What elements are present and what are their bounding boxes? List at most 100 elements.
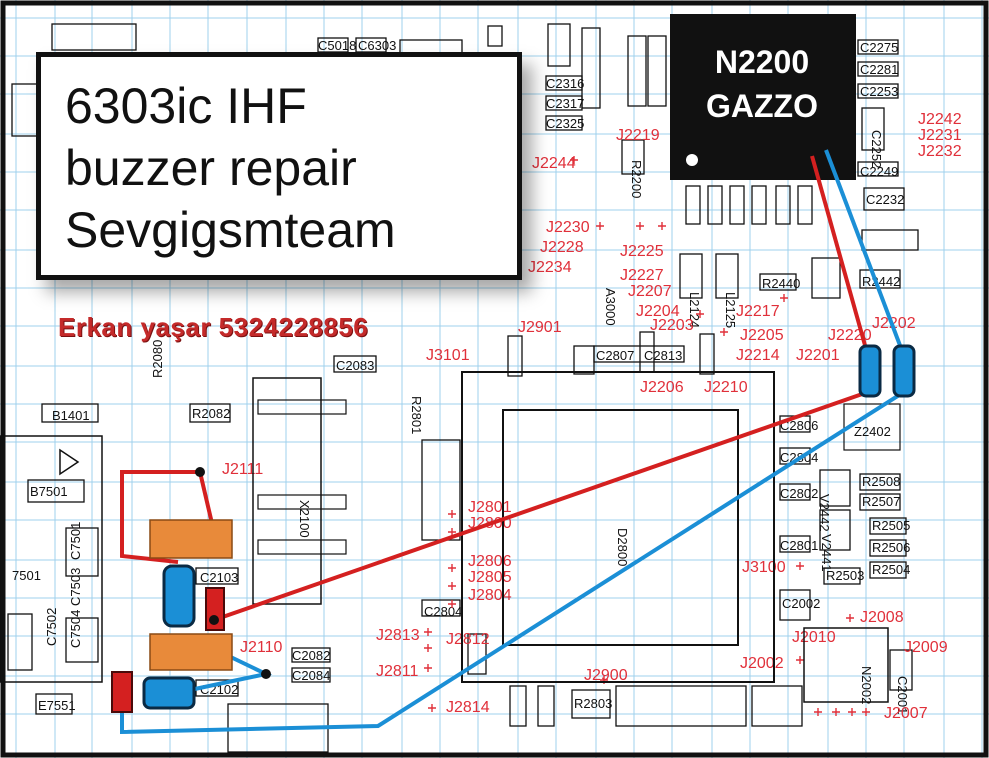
test-point-label-5: J2814 (446, 699, 490, 716)
component-outline-66 (35, 693, 73, 715)
test-point-mark-15 (448, 582, 456, 590)
component-outline-67 (65, 527, 99, 577)
component-outline-48 (823, 567, 861, 585)
blue-component-left (162, 564, 196, 628)
component-outline-57 (537, 685, 555, 727)
component-outline-13 (707, 185, 723, 225)
test-point-mark-1 (596, 222, 604, 230)
component-label-46: C7503 (68, 568, 83, 606)
component-label-19: V2441 (819, 534, 834, 572)
test-point-mark-12 (448, 510, 456, 518)
component-label-25: C2232 (866, 192, 904, 207)
test-point-label-33: J3100 (742, 559, 786, 576)
component-outline-23 (863, 187, 905, 211)
component-outline-12 (685, 185, 701, 225)
component-outline-17 (797, 185, 813, 225)
component-outline-52 (889, 649, 913, 691)
orange-pad-top (149, 519, 233, 559)
component-label-49: 7501 (12, 568, 41, 583)
test-point-mark-10 (428, 704, 436, 712)
component-outline-32 (41, 403, 99, 423)
test-point-label-17: J2201 (796, 347, 840, 364)
component-label-45: C7501 (68, 522, 83, 560)
jumper-blue-end (892, 344, 916, 398)
component-outline-44 (859, 493, 901, 511)
component-labels: B1401B7501C2083R2082R2080C2103C2102C2082… (12, 38, 910, 714)
title-line-1: 6303ic IHF (65, 78, 307, 134)
component-label-44: E7551 (38, 698, 76, 713)
component-outline-8 (545, 75, 583, 91)
test-point-label-23: J2227 (620, 267, 664, 284)
blue-wire-chip (824, 149, 906, 357)
test-point-label-25: J2230 (546, 219, 590, 236)
component-label-9: D2800 (615, 528, 630, 566)
cpu-die (502, 409, 739, 646)
component-label-31: R2200 (629, 160, 644, 198)
component-label-43: C2001 (895, 676, 910, 714)
component-outline-40 (779, 447, 811, 465)
component-label-34: A3000 (603, 288, 618, 326)
component-outline-50 (819, 469, 851, 507)
x2100-outline (252, 377, 322, 605)
test-point-label-15: J2210 (704, 379, 748, 396)
component-outline-26 (759, 273, 797, 291)
component-outline-4 (547, 23, 571, 67)
test-point-mark-22 (814, 708, 822, 716)
solder-dot-j2111 (195, 467, 205, 477)
component-label-32: L2124 (687, 292, 702, 328)
test-point-label-14: J2206 (640, 379, 684, 396)
component-label-30: C2325 (546, 116, 584, 131)
test-point-mark-14 (448, 564, 456, 572)
component-label-48: C7502 (44, 608, 59, 646)
component-outline-51 (779, 589, 811, 621)
component-label-53: R2801 (409, 396, 424, 434)
red-wire-loop (120, 470, 200, 564)
test-point-label-18: J2205 (740, 327, 784, 344)
component-label-12: R2508 (862, 474, 900, 489)
component-outline-45 (869, 517, 907, 535)
component-outline-53 (421, 599, 461, 617)
test-point-mark-4 (696, 310, 704, 318)
component-label-4: R2080 (150, 340, 165, 378)
component-outline-19 (857, 61, 899, 77)
component-outline-60 (751, 685, 803, 727)
component-outline-70 (51, 23, 137, 51)
component-label-3: R2082 (192, 406, 230, 421)
chip-pin1-dot (686, 154, 698, 166)
component-outline-15 (751, 185, 767, 225)
solder-dot-pad (209, 615, 219, 625)
component-label-8: C2084 (292, 668, 330, 683)
component-label-33: L2125 (723, 292, 738, 328)
test-point-mark-18 (846, 614, 854, 622)
test-point-label-27: J2219 (616, 127, 660, 144)
test-point-label-1: J2110 (240, 639, 283, 656)
test-point-mark-7 (424, 628, 432, 636)
component-outline-18 (857, 39, 899, 55)
n2002-outline (803, 627, 889, 703)
test-point-mark-21 (862, 708, 870, 716)
component-label-50: X2100 (297, 500, 312, 538)
test-point-mark-23 (796, 656, 804, 664)
component-label-14: R2505 (872, 518, 910, 533)
component-outline-69 (7, 613, 33, 671)
test-point-label-2: J2813 (376, 627, 420, 644)
component-outline-25 (715, 253, 739, 299)
left-block-outline (0, 435, 103, 683)
component-outline-56 (509, 685, 527, 727)
component-label-36: C2813 (644, 348, 682, 363)
component-outline-16 (775, 185, 791, 225)
x2100-pin-1 (257, 399, 347, 415)
test-point-label-38: J2007 (884, 705, 928, 722)
test-point-mark-5 (720, 328, 728, 336)
test-point-label-29: J2202 (872, 315, 916, 332)
test-point-mark-17 (796, 562, 804, 570)
component-label-18: V2442 (817, 494, 832, 532)
test-point-mark-8 (424, 644, 432, 652)
component-label-42: C2002 (782, 596, 820, 611)
test-point-label-22: J2207 (628, 283, 672, 300)
cpu-outline (461, 371, 775, 683)
component-outline-20 (857, 83, 899, 99)
title-box: 6303ic IHF buzzer repair Sevgigsmteam (36, 52, 522, 280)
test-point-label-39: J2244 (532, 155, 576, 172)
